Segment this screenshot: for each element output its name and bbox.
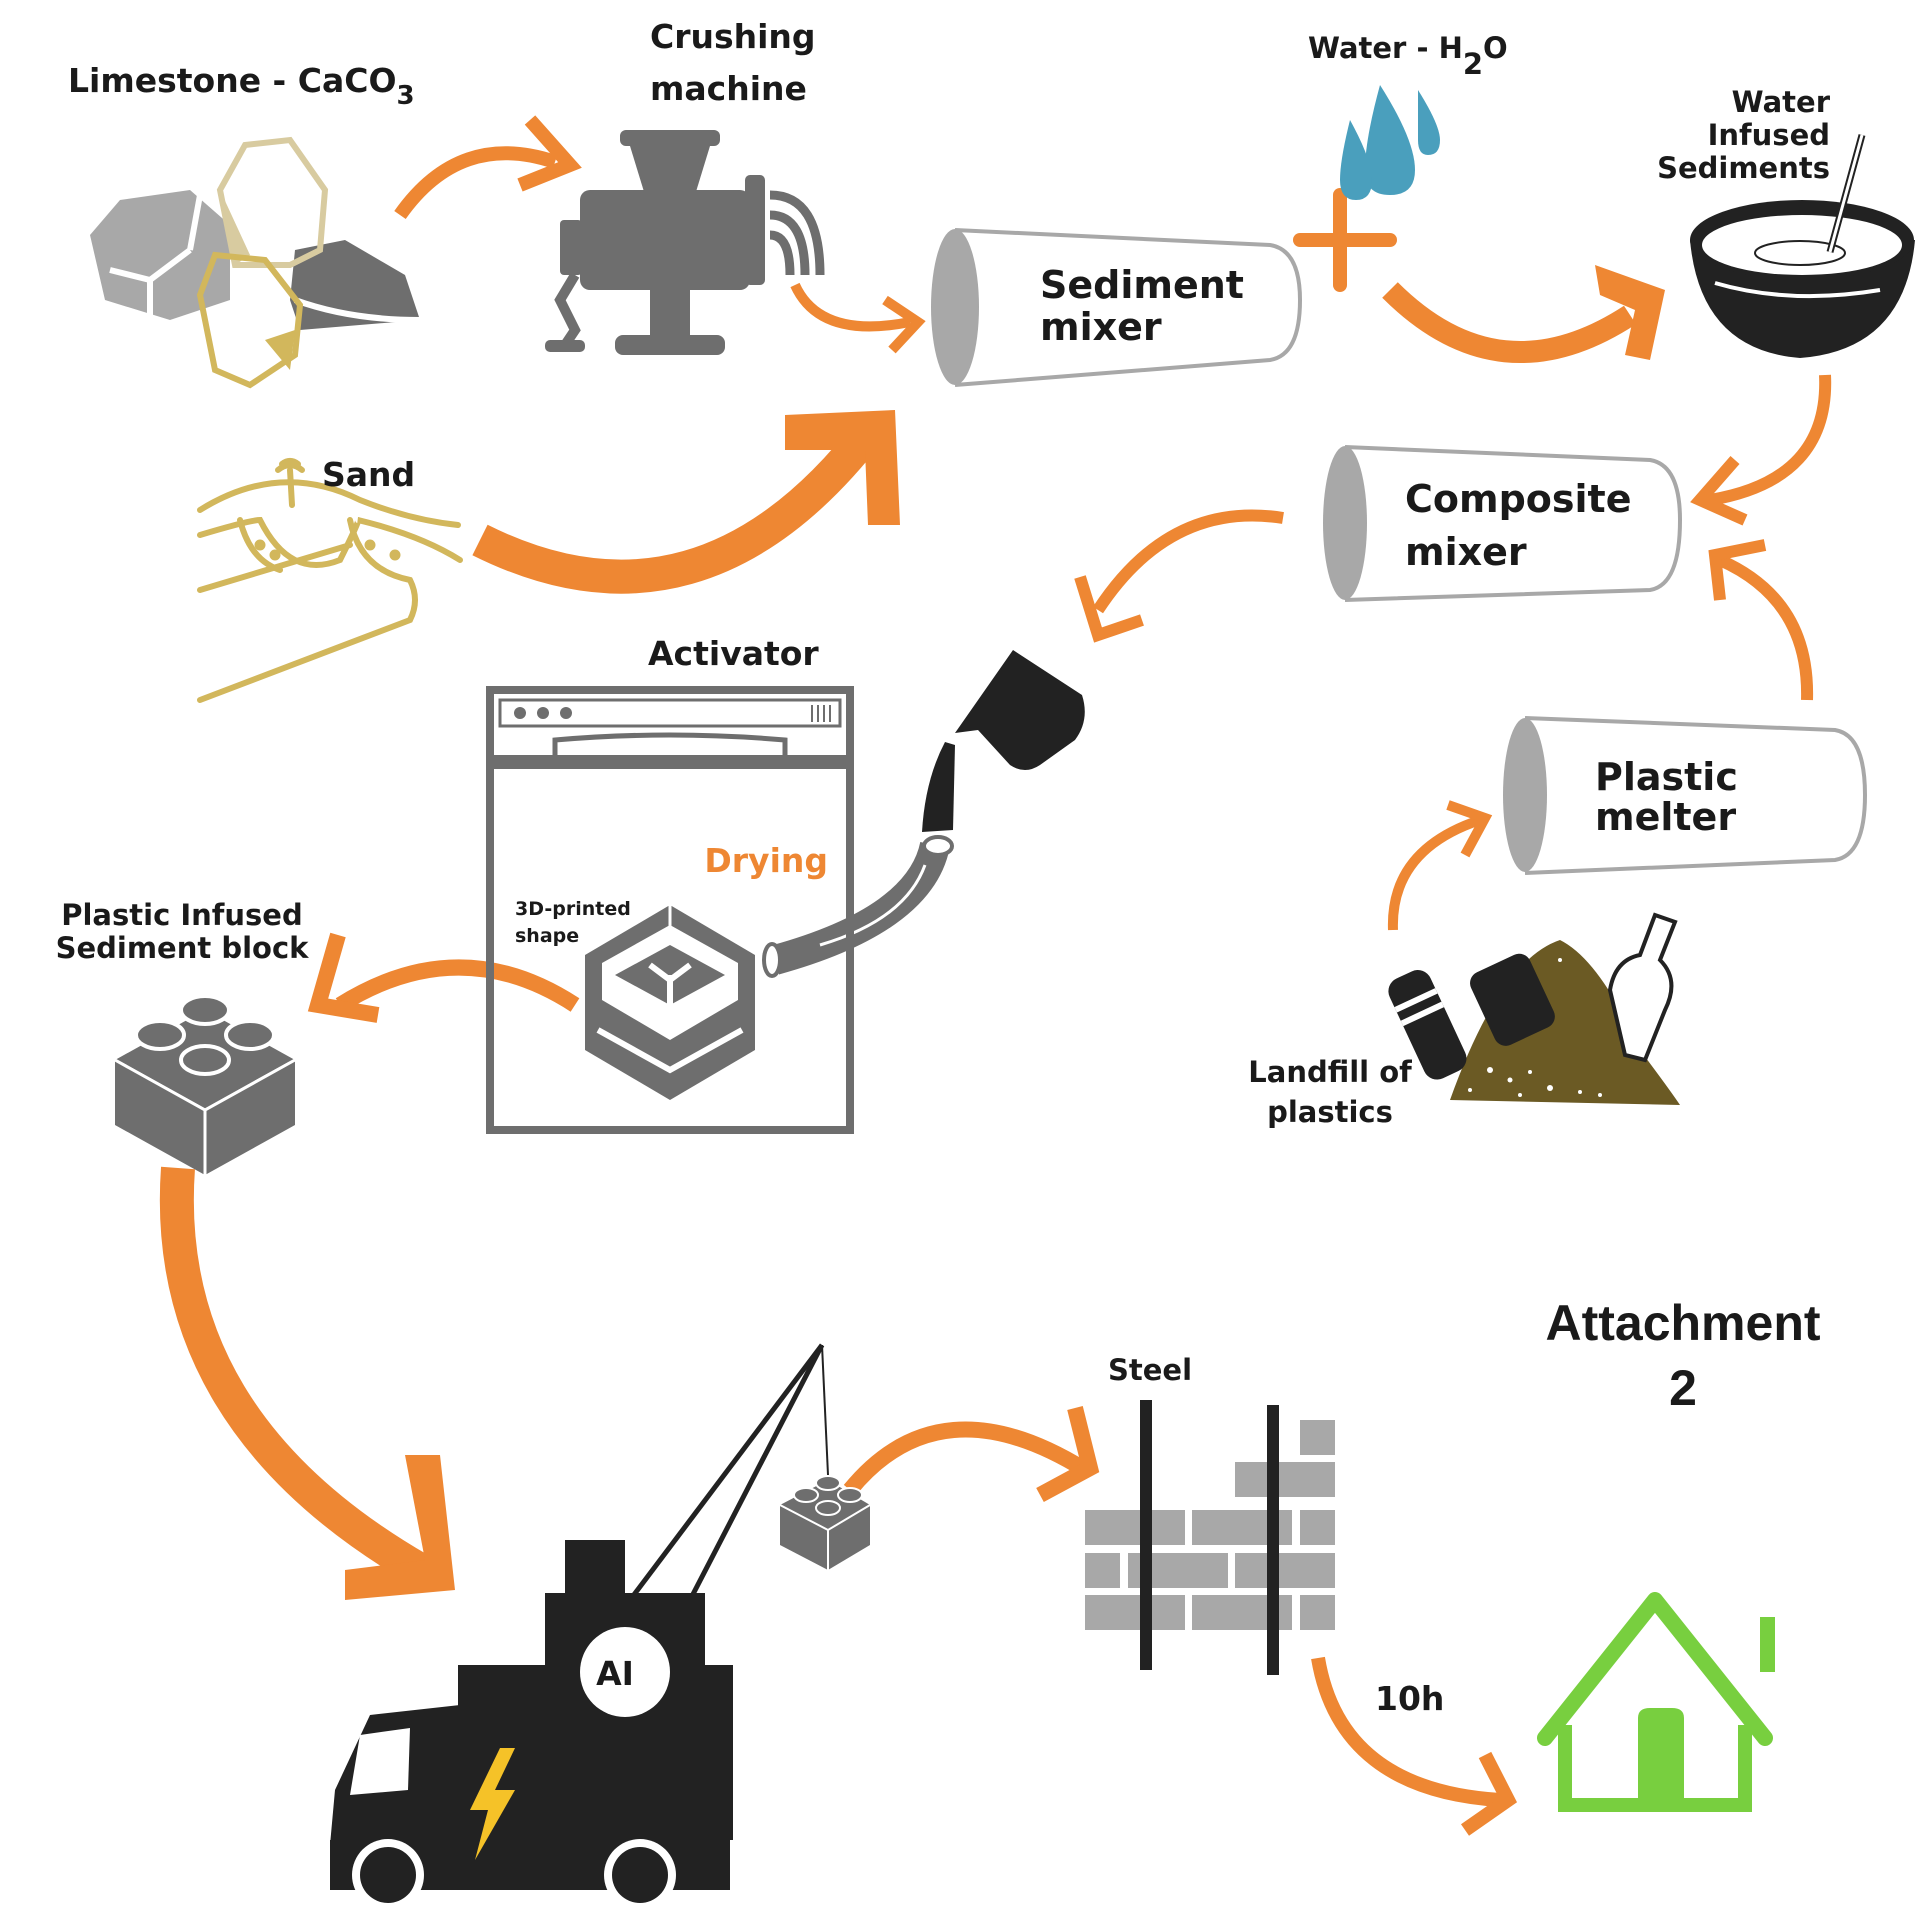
meat-grinder-icon <box>545 130 825 355</box>
activator-label: Activator <box>648 634 819 673</box>
arrow-head <box>1460 1751 1518 1836</box>
water-infused-label-2: Infused <box>1708 118 1830 152</box>
steel-label: Steel <box>1108 1353 1192 1387</box>
arrow-activator-to-block <box>335 959 580 1012</box>
composite-mixer-icon <box>1323 445 1683 602</box>
arrow-crusher-to-mixer <box>790 282 911 332</box>
ai-truck-crane-icon <box>330 1343 829 1909</box>
arrow-head <box>1446 800 1493 858</box>
arrow-head <box>1708 539 1767 601</box>
arrow-mixer-to-bowl <box>1382 282 1637 363</box>
arrow-head <box>1036 1406 1100 1503</box>
drying-label: Drying <box>704 841 828 880</box>
water-drops-icon <box>1340 85 1440 200</box>
arrow-block-to-truck <box>159 1166 429 1585</box>
composite-mixer-label-2: mixer <box>1405 530 1527 574</box>
arrow-crane-to-wall <box>843 1421 1090 1496</box>
landfill-label-2: plastics <box>1267 1095 1393 1129</box>
arrow-bowl-to-composite <box>1709 374 1832 506</box>
hanging-block-icon <box>779 1475 871 1570</box>
landfill-icon <box>1388 912 1680 1105</box>
house-icon <box>1537 1592 1775 1812</box>
hose-icon <box>762 835 954 978</box>
arrow-head <box>345 1455 455 1600</box>
time-label: 10h <box>1375 1679 1444 1718</box>
composite-mixer-label-1: Composite <box>1405 477 1631 521</box>
plus-icon <box>1293 188 1397 292</box>
arrow-head <box>1690 456 1748 526</box>
arrow-limestone-to-crusher <box>394 146 558 220</box>
water-infused-label-1: Water <box>1732 85 1831 119</box>
arrow-head <box>307 932 380 1023</box>
arrow-melter-to-composite <box>1717 554 1814 701</box>
plastic-melter-label-2: melter <box>1595 795 1736 839</box>
attachment-title-line-1: Attachment <box>1545 1295 1820 1351</box>
plastic-melter-label-1: Plastic <box>1595 755 1738 799</box>
sediment-mixer-label-1: Sediment <box>1040 263 1244 307</box>
landfill-label-1: Landfill of <box>1248 1055 1412 1089</box>
crushing-machine-label-1: Crushing <box>650 17 816 56</box>
steel-brick-wall-icon <box>1085 1400 1335 1675</box>
arrows <box>159 115 1832 1836</box>
block-label-1: Plastic Infused <box>61 898 303 932</box>
attachment-title-line-2: 2 <box>1669 1360 1697 1416</box>
plastic-melter-icon <box>1503 716 1868 875</box>
pouring-jug-icon <box>922 650 1085 832</box>
arrow-head <box>517 115 582 192</box>
arrow-head <box>882 295 926 354</box>
limestone-icon <box>90 136 421 389</box>
sand-dunes-icon <box>197 458 463 703</box>
arrow-head <box>785 410 900 525</box>
sand-label: Sand <box>322 455 415 494</box>
sediment-mixer-label-2: mixer <box>1040 305 1162 349</box>
3d-printed-cube-icon <box>585 905 755 1100</box>
limestone-label: Limestone - CaCO3 <box>68 61 415 111</box>
ai-label: AI <box>596 1654 634 1693</box>
crushing-machine-label-2: machine <box>650 69 807 108</box>
3d-printed-shape-label-2: shape <box>515 925 579 947</box>
block-label-2: Sediment block <box>56 931 310 965</box>
arrow-head <box>1595 265 1665 360</box>
arrow-head <box>1074 575 1144 643</box>
mixing-bowl-icon <box>1690 134 1915 358</box>
arrow-composite-to-jug <box>1092 509 1284 614</box>
water-label: Water - H2O <box>1308 31 1508 81</box>
activator-machine-icon <box>486 686 854 1134</box>
3d-printed-shape-label-1: 3D-printed <box>515 898 631 920</box>
arrow-landfill-to-melter <box>1387 815 1482 931</box>
sediment-mixer-icon <box>931 228 1303 387</box>
lego-block-icon <box>113 994 297 1175</box>
water-infused-label-3: Sediments <box>1657 151 1830 185</box>
arrow-sand-to-mixer <box>472 419 884 594</box>
arrow-wall-to-house <box>1311 1656 1501 1807</box>
